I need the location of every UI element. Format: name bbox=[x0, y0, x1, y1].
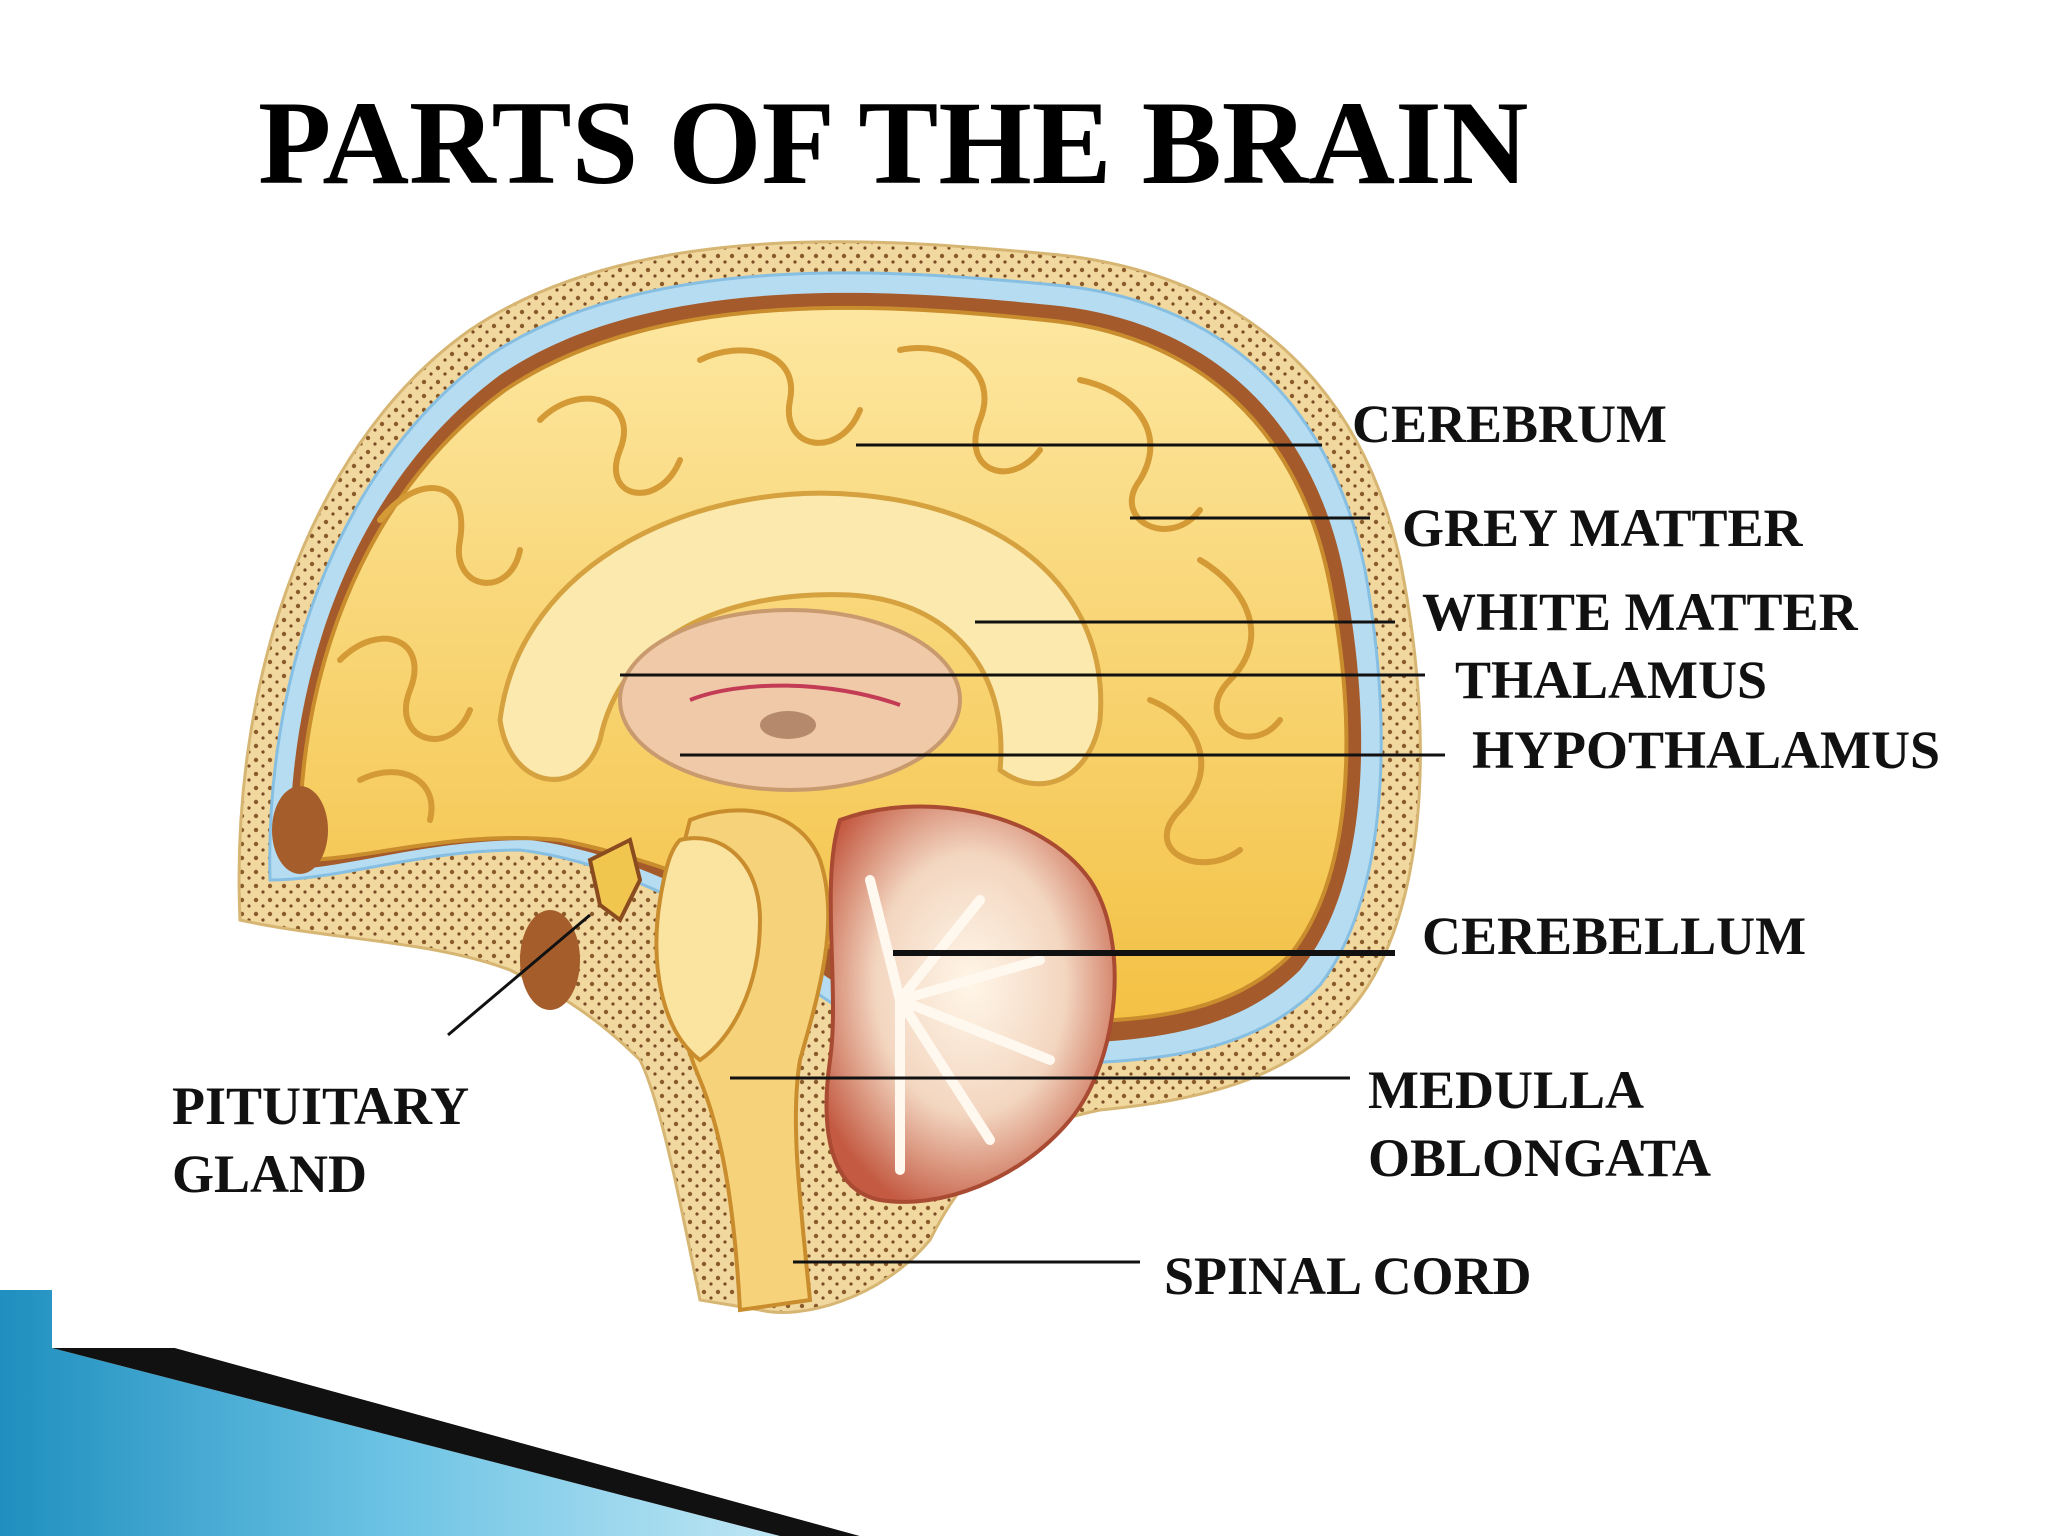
label-white-matter: WHITE MATTER bbox=[1422, 578, 1858, 646]
label-pituitary-line1: PITUITARY bbox=[172, 1072, 592, 1140]
label-medulla-line2: OBLONGATA bbox=[1368, 1124, 1788, 1192]
label-cerebellum: CEREBELLUM bbox=[1422, 902, 1806, 970]
label-pituitary-line2: GLAND bbox=[172, 1140, 592, 1208]
thalamus-shape bbox=[620, 610, 960, 790]
label-grey-matter: GREY MATTER bbox=[1402, 494, 1803, 562]
label-hypothalamus: HYPOTHALAMUS bbox=[1472, 716, 1940, 784]
label-medulla-oblongata: MEDULLA OBLONGATA bbox=[1368, 1056, 1788, 1192]
sinus-lower bbox=[520, 910, 580, 1010]
label-cerebrum: CEREBRUM bbox=[1352, 390, 1667, 458]
label-spinal-cord: SPINAL CORD bbox=[1164, 1242, 1532, 1310]
label-pituitary-gland: PITUITARY GLAND bbox=[172, 1072, 592, 1208]
slide-title: PARTS OF THE BRAIN bbox=[258, 78, 1558, 208]
cerebellum-shape bbox=[827, 807, 1115, 1202]
third-ventricle bbox=[760, 711, 816, 739]
label-medulla-line1: MEDULLA bbox=[1368, 1056, 1788, 1124]
label-thalamus: THALAMUS bbox=[1455, 646, 1767, 714]
sinus-left bbox=[272, 786, 328, 874]
